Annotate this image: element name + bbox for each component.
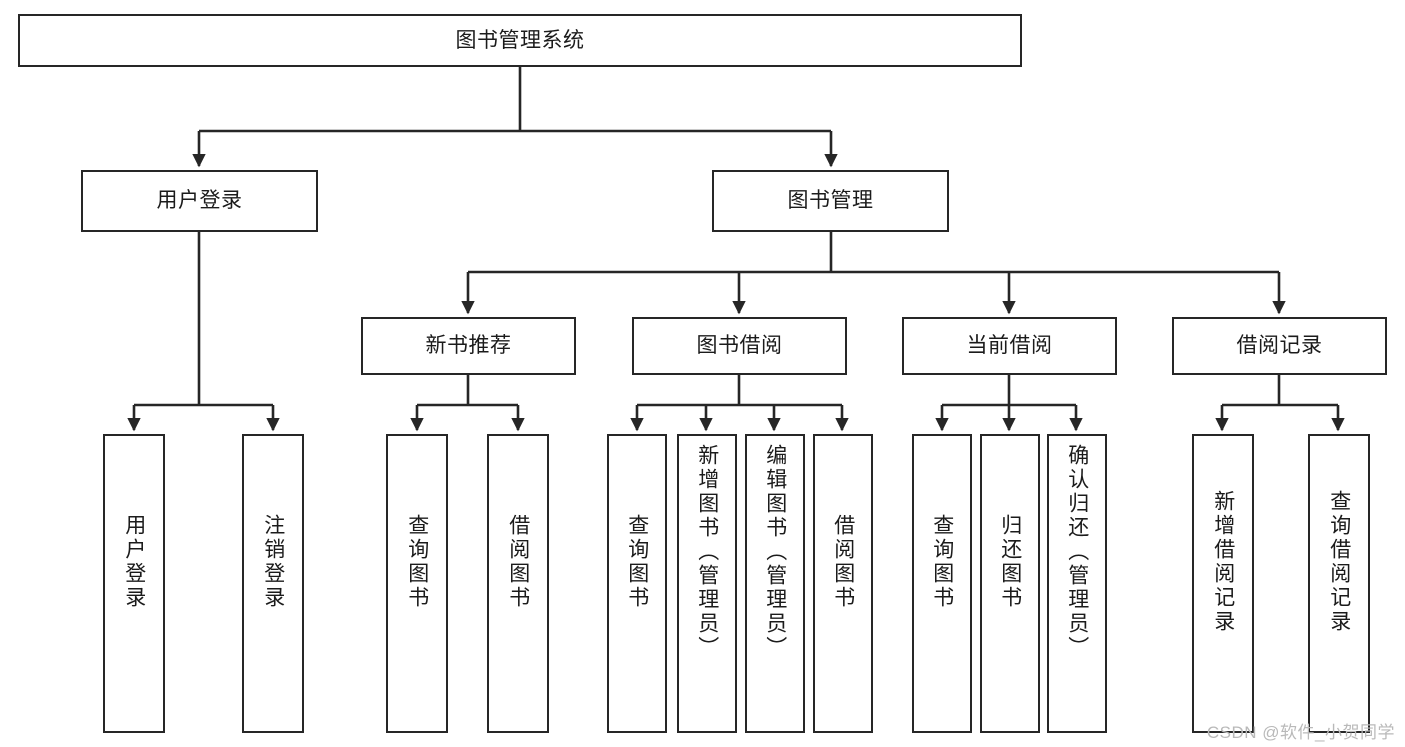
leaf-user-login[interactable]: 用户登录: [103, 434, 165, 733]
node-label: 确认归还（管理员）: [1065, 444, 1089, 660]
leaf-add-book-admin[interactable]: 新增图书（管理员）: [677, 434, 737, 733]
node-label: 图书借阅: [696, 334, 783, 358]
node-book-borrow[interactable]: 图书借阅: [632, 317, 847, 375]
node-book-management[interactable]: 图书管理: [712, 170, 949, 232]
node-label: 用户登录: [156, 189, 243, 213]
node-label: 编辑图书（管理员）: [763, 444, 787, 660]
leaf-query-borrow-record[interactable]: 查询借阅记录: [1308, 434, 1370, 733]
node-label: 查询借阅记录: [1327, 490, 1351, 634]
node-label: 查询图书: [625, 514, 649, 610]
node-new-book-recommend[interactable]: 新书推荐: [361, 317, 576, 375]
watermark-text: CSDN @软件_小贺同学: [1206, 723, 1395, 742]
leaf-query-book-current[interactable]: 查询图书: [912, 434, 972, 733]
leaf-borrow-book[interactable]: 借阅图书: [813, 434, 873, 733]
node-current-borrow[interactable]: 当前借阅: [902, 317, 1117, 375]
node-label: 借阅图书: [506, 514, 530, 610]
node-label: 归还图书: [998, 514, 1022, 610]
node-label: 当前借阅: [966, 334, 1053, 358]
node-label: 新书推荐: [425, 334, 512, 358]
node-label: 查询图书: [930, 514, 954, 610]
node-label: 图书管理系统: [455, 28, 585, 52]
node-label: 借阅图书: [831, 514, 855, 610]
leaf-confirm-return-admin[interactable]: 确认归还（管理员）: [1047, 434, 1107, 733]
node-user-login[interactable]: 用户登录: [81, 170, 318, 232]
leaf-add-borrow-record[interactable]: 新增借阅记录: [1192, 434, 1254, 733]
node-label: 借阅记录: [1236, 334, 1323, 358]
leaf-query-book-borrow[interactable]: 查询图书: [607, 434, 667, 733]
node-label: 新增借阅记录: [1211, 490, 1235, 634]
leaf-logout[interactable]: 注销登录: [242, 434, 304, 733]
leaf-query-book-recommend[interactable]: 查询图书: [386, 434, 448, 733]
leaf-edit-book-admin[interactable]: 编辑图书（管理员）: [745, 434, 805, 733]
node-label: 注销登录: [261, 514, 285, 610]
node-label: 图书管理: [787, 189, 874, 213]
leaf-borrow-book-recommend[interactable]: 借阅图书: [487, 434, 549, 733]
node-root-book-management-system[interactable]: 图书管理系统: [18, 14, 1022, 67]
node-label: 查询图书: [405, 514, 429, 610]
node-label: 新增图书（管理员）: [695, 444, 719, 660]
node-borrow-records[interactable]: 借阅记录: [1172, 317, 1387, 375]
node-label: 用户登录: [122, 514, 146, 610]
leaf-return-book[interactable]: 归还图书: [980, 434, 1040, 733]
